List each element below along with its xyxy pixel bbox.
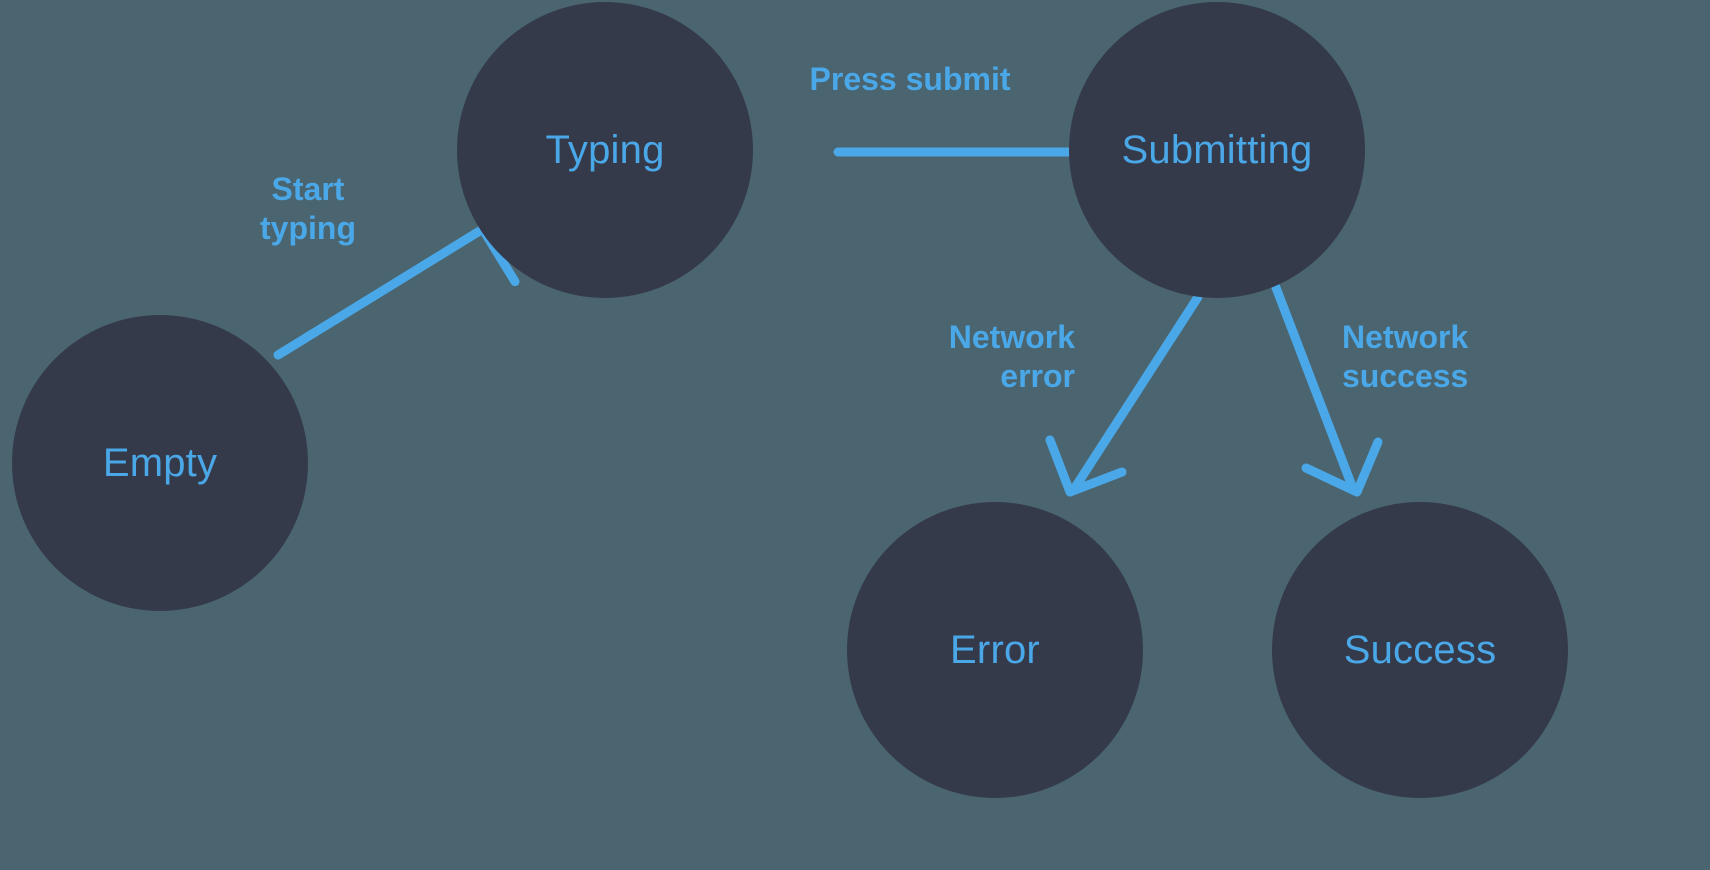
state-node-label: Typing xyxy=(545,128,665,172)
state-node-empty[interactable]: Empty xyxy=(12,315,308,611)
state-node-label: Success xyxy=(1343,628,1497,672)
state-node-label: Submitting xyxy=(1121,128,1313,172)
state-node-success[interactable]: Success xyxy=(1272,502,1568,798)
state-node-submitting[interactable]: Submitting xyxy=(1069,2,1365,298)
state-node-error[interactable]: Error xyxy=(847,502,1143,798)
transition-label-network-success: Network success xyxy=(1342,319,1469,395)
transition-label-network-error: Network error xyxy=(948,319,1075,395)
state-node-typing[interactable]: Typing xyxy=(457,2,753,298)
transition-label-press-submit: Press submit xyxy=(809,61,1011,97)
transition-label-start-typing: Start typing xyxy=(260,171,356,247)
state-node-label: Empty xyxy=(102,441,218,485)
state-node-label: Error xyxy=(950,628,1040,672)
